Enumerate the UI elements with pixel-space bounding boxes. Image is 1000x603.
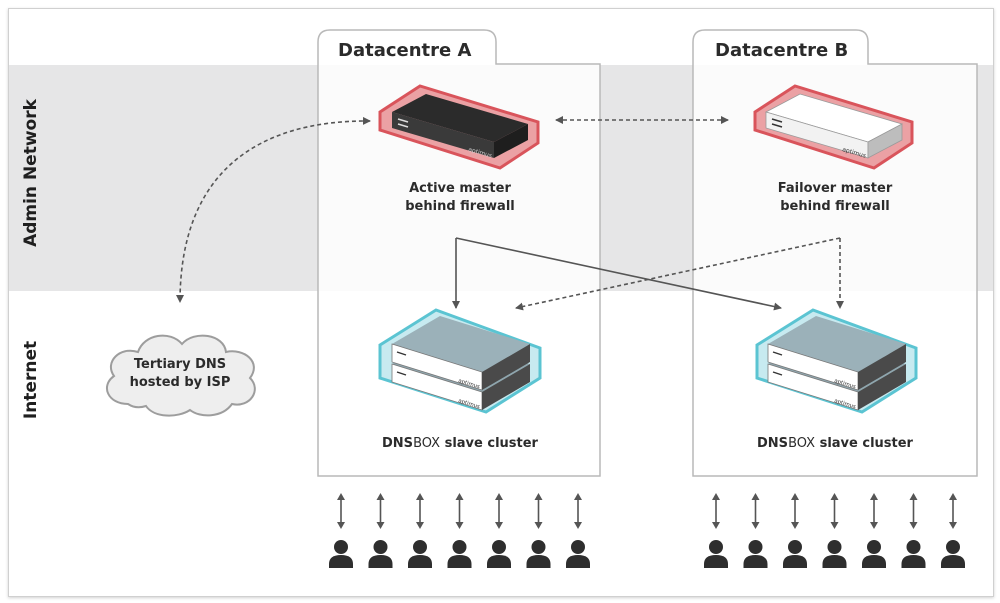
internet-label: Internet <box>16 290 46 470</box>
double-arrow-icon <box>455 493 464 529</box>
cluster-b-caption: DNSBOX slave cluster <box>735 435 935 453</box>
double-arrow-icon <box>416 493 424 529</box>
failover-master-caption-line1: Failover master <box>777 181 893 196</box>
user-unit <box>368 493 393 568</box>
user-unit <box>526 493 551 568</box>
users-datacentre-b <box>704 493 965 568</box>
user-unit <box>447 493 472 568</box>
user-unit <box>941 493 965 568</box>
double-arrow-icon <box>949 493 957 529</box>
dnsbox-cluster-a: aptimus aptimus <box>378 308 542 414</box>
cluster-a-brand-light: BOX <box>413 436 441 451</box>
failover-to-cluster-a-link <box>515 237 841 311</box>
user-icon <box>487 540 511 568</box>
double-arrow-icon <box>909 493 918 529</box>
cluster-a-caption-rest: slave cluster <box>440 436 538 451</box>
cluster-b-brand-bold: DNS <box>757 436 789 451</box>
cluster-b-caption-rest: slave cluster <box>815 436 913 451</box>
cluster-a-caption: DNSBOX slave cluster <box>360 435 560 453</box>
admin-network-text: Admin Network <box>21 99 42 247</box>
user-icon <box>822 540 847 568</box>
user-unit <box>704 493 728 568</box>
user-unit <box>487 493 511 568</box>
users-datacentre-a <box>329 493 590 568</box>
user-icon <box>704 540 728 568</box>
user-icon <box>566 540 590 568</box>
user-icon <box>408 540 432 568</box>
user-unit <box>901 493 926 568</box>
double-arrow-icon <box>376 493 385 529</box>
active-master-appliance: aptimus <box>378 84 540 170</box>
user-unit <box>566 493 590 568</box>
double-arrow-icon <box>830 493 839 529</box>
active-master-caption-line1: Active master <box>409 181 511 196</box>
double-arrow-icon <box>870 493 878 529</box>
datacentre-b-title: Datacentre B <box>715 40 849 61</box>
user-unit <box>862 493 886 568</box>
user-icon <box>526 540 551 568</box>
tertiary-dns-caption: Tertiary DNS hosted by ISP <box>112 356 248 392</box>
user-unit <box>329 493 353 568</box>
admin-network-label: Admin Network <box>16 64 46 282</box>
active-master-caption-line2: behind firewall <box>405 199 515 214</box>
user-icon <box>901 540 926 568</box>
failover-master-caption-line2: behind firewall <box>780 199 890 214</box>
double-arrow-icon <box>791 493 799 529</box>
user-unit <box>822 493 847 568</box>
dnsbox-cluster-b: aptimus aptimus <box>755 308 918 414</box>
user-icon <box>329 540 353 568</box>
double-arrow-icon <box>574 493 582 529</box>
user-icon <box>368 540 393 568</box>
double-arrow-icon <box>495 493 503 529</box>
user-unit <box>408 493 432 568</box>
cloud-icon <box>106 334 256 417</box>
user-icon <box>862 540 886 568</box>
double-arrow-icon <box>712 493 720 529</box>
user-unit <box>743 493 768 568</box>
internet-text: Internet <box>21 340 42 420</box>
user-icon <box>743 540 768 568</box>
tertiary-dns-line1: Tertiary DNS <box>133 357 227 372</box>
user-icon <box>447 540 472 568</box>
tertiary-dns-line2: hosted by ISP <box>129 375 231 390</box>
active-to-cluster-b-link <box>455 237 782 311</box>
connectors <box>176 116 844 311</box>
active-master-caption: Active master behind firewall <box>370 180 550 216</box>
tertiary-dns-link <box>176 116 371 303</box>
double-arrow-icon <box>337 493 345 529</box>
user-icon <box>783 540 807 568</box>
failover-master-caption: Failover master behind firewall <box>745 180 925 216</box>
double-arrow-icon <box>534 493 543 529</box>
user-unit <box>783 493 807 568</box>
cluster-b-brand-light: BOX <box>788 436 816 451</box>
double-arrow-icon <box>751 493 760 529</box>
failover-master-appliance: aptimus <box>753 84 914 170</box>
user-icon <box>941 540 965 568</box>
datacentre-a-title: Datacentre A <box>338 40 472 61</box>
cluster-a-brand-bold: DNS <box>382 436 414 451</box>
